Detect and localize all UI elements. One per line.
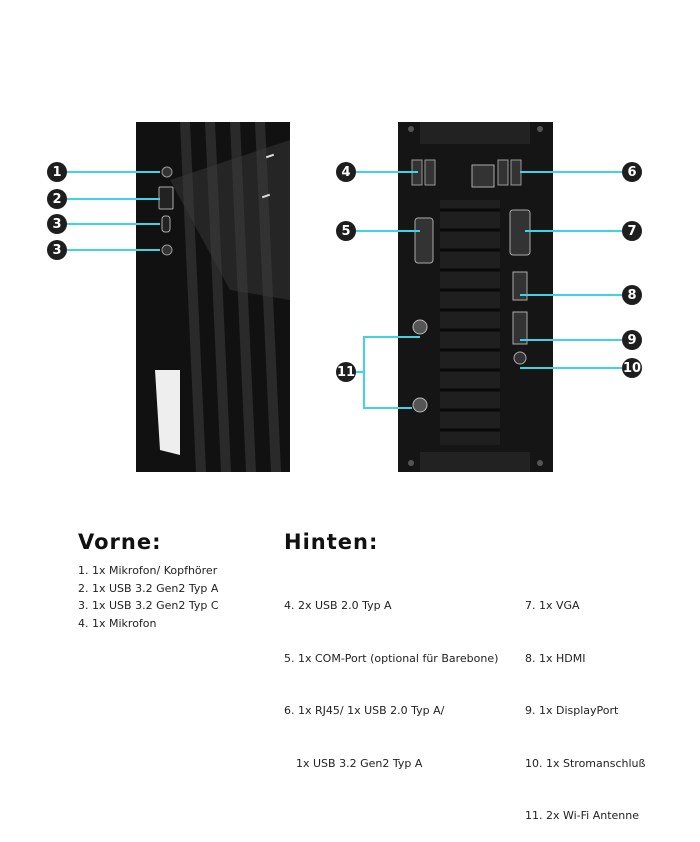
- list-item: 1. 1x Mikrofon/ Kopfhörer: [78, 564, 218, 577]
- list-item: 8. 1x HDMI: [525, 651, 586, 665]
- list-item: 11. 2x Wi-Fi Antenne: [525, 809, 640, 822]
- list-item: 9. 1x DisplayPort: [525, 704, 619, 717]
- callout-11: 11: [336, 362, 356, 382]
- list-item: 3. 1x USB 3.2 Gen2 Typ C: [78, 599, 219, 612]
- callout-7: 7: [622, 221, 642, 241]
- list-item: 10. 1x Stromanschluß: [525, 756, 646, 770]
- callout-10: 10: [622, 358, 642, 378]
- callout-3a: 3: [47, 214, 67, 234]
- list-item: 6. 1x RJ45/ 1x USB 2.0 Typ A/: [284, 704, 445, 717]
- rear-heading: Hinten:: [284, 530, 379, 554]
- front-port-list: 1. 1x Mikrofon/ Kopfhörer 2. 1x USB 3.2 …: [78, 562, 219, 632]
- callout-2: 2: [47, 189, 67, 209]
- list-item: 2. 1x USB 3.2 Gen2 Typ A: [78, 581, 219, 595]
- pc-front-view: [136, 122, 290, 472]
- list-item: 4. 1x Mikrofon: [78, 616, 157, 630]
- pc-rear-view: [398, 122, 553, 472]
- callout-9: 9: [622, 330, 642, 350]
- rear-port-list-1: 4. 2x USB 2.0 Typ A 5. 1x COM-Port (opti…: [284, 562, 498, 790]
- front-callout-lines: [67, 171, 160, 251]
- rear-callout-lines: [356, 171, 622, 409]
- callout-5: 5: [336, 221, 356, 241]
- front-heading: Vorne:: [78, 530, 162, 554]
- rear-port-list-2: 7. 1x VGA 8. 1x HDMI 9. 1x DisplayPort 1…: [525, 562, 645, 842]
- list-item: 5. 1x COM-Port (optional für Barebone): [284, 651, 499, 665]
- list-item: 4. 2x USB 2.0 Typ A: [284, 599, 392, 612]
- list-item: 1x USB 3.2 Gen2 Typ A: [296, 756, 423, 770]
- callout-1: 1: [47, 162, 67, 182]
- callout-8: 8: [622, 285, 642, 305]
- list-item: 7. 1x VGA: [525, 599, 580, 612]
- callout-3b: 3: [47, 240, 67, 260]
- product-diagram: [67, 122, 622, 472]
- callout-6: 6: [622, 162, 642, 182]
- callout-4: 4: [336, 162, 356, 182]
